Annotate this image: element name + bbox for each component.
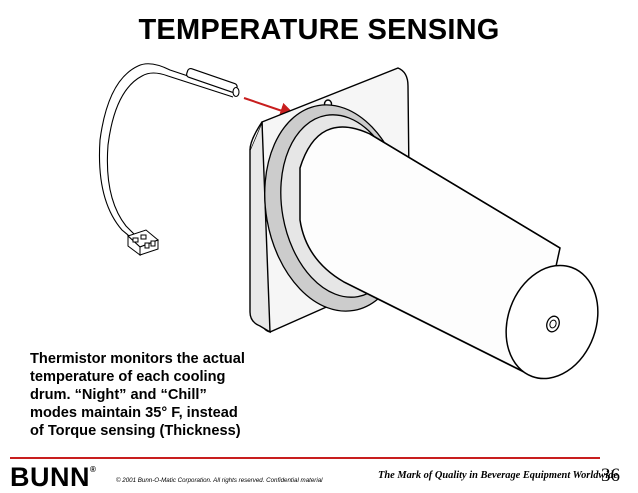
registered-mark: ® <box>90 465 97 474</box>
caption-line: modes maintain 35° F, instead <box>30 405 238 421</box>
page-number: 36 <box>601 465 620 486</box>
company-tagline: The Mark of Quality in Beverage Equipmen… <box>378 470 619 481</box>
slide-title: TEMPERATURE SENSING <box>138 14 500 46</box>
footer-divider <box>10 457 600 459</box>
caption-text: Thermistor monitors the actual temperatu… <box>30 350 310 440</box>
caption-line: of Torque sensing (Thickness) <box>30 423 241 439</box>
bunn-logo: BUNN® <box>10 462 96 493</box>
copyright-notice: © 2001 Bunn-O-Matic Corporation. All rig… <box>116 477 323 484</box>
caption-line: temperature of each cooling <box>30 369 226 385</box>
thermistor-connector <box>127 229 159 256</box>
caption-line: Thermistor monitors the actual <box>30 351 245 367</box>
caption-line: drum. “Night” and “Chill” <box>30 387 207 403</box>
logo-text: BUNN <box>10 462 90 492</box>
thermistor-probe <box>98 63 240 241</box>
cooling-drum <box>299 126 599 380</box>
